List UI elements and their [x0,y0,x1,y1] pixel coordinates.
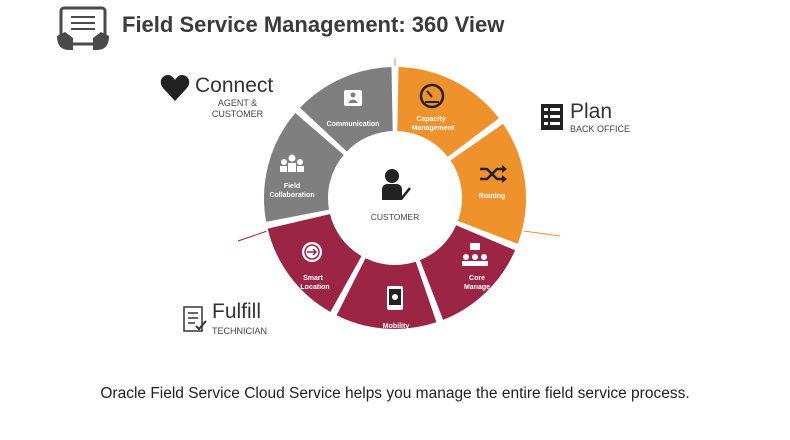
segment-core-label-2: Manage [464,284,490,291]
segment-communication [297,65,395,155]
connect-subtitle-line2: CUSTOMER [211,109,264,119]
gauge-icon [419,83,445,109]
tablet-icon [57,6,109,50]
segment-capacity-label-2: Management [412,125,455,132]
plan-subtitle: BACK OFFICE [570,124,631,134]
segment-routing-label: Routing [479,193,505,200]
connect-subtitle: AGENT & CUSTOMER [210,98,265,120]
segment-communication-label: Communication [327,121,380,128]
location-arrow-icon [302,242,322,262]
fulfill-title: Fulfill [212,300,262,323]
heart-icon [160,75,190,101]
collaboration-icon [280,154,304,172]
clipboard-list-icon [541,104,563,130]
segment-field-label-2: Collaboration [269,192,314,199]
segment-field-label-1: Field [284,183,300,190]
segment-capacity-label-1: Capacity [416,116,445,123]
segment-smart-location [265,211,365,315]
team-hierarchy-icon [462,243,488,266]
service-wheel: CUSTOMER Comm [237,58,560,331]
segment-core-label-1: Core [469,275,485,282]
segment-core-manage [417,222,518,323]
segment-mobility [333,255,440,331]
fulfill-subtitle: TECHNICIAN [212,326,268,336]
page-title: Field Service Management: 360 View [122,12,505,37]
segment-field-collab [262,110,347,225]
segment-routing [447,121,528,247]
mobile-device-icon [387,286,403,310]
center-label: CUSTOMER [371,212,420,222]
communication-icon [344,90,362,106]
connect-subtitle-line1: AGENT & [217,98,258,108]
segment-smart-label-2: Location [300,284,329,291]
connect-title: Connect [195,74,274,97]
segment-mobility-label: Mobility [383,323,410,330]
shuffle-icon [480,165,507,183]
checklist-icon [183,306,207,332]
customer-icon [382,169,411,200]
segment-smart-label-1: Smart [303,275,324,282]
plan-title: Plan [570,100,613,123]
caption: Oracle Field Service Cloud Service helps… [100,385,690,402]
